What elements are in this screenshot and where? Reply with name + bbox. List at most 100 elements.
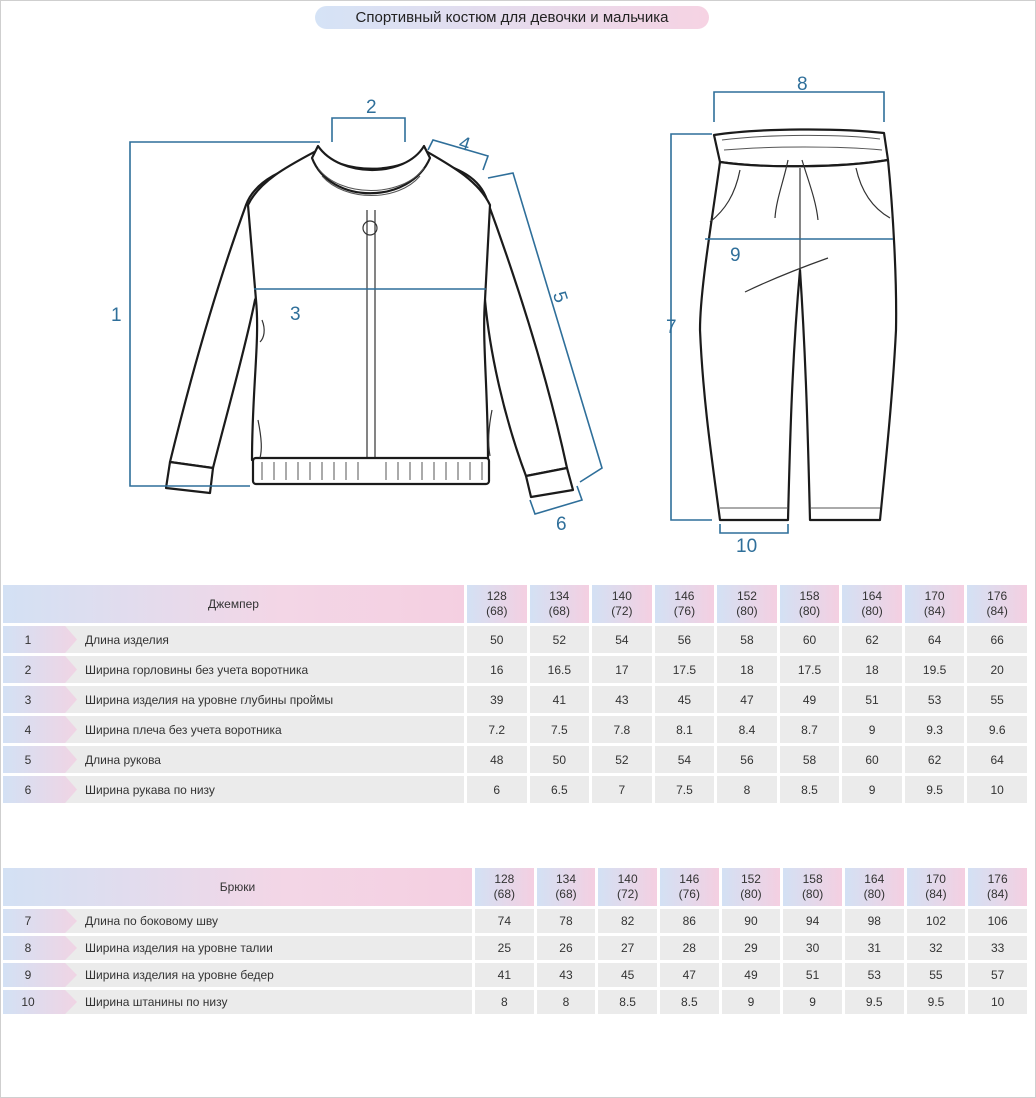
jacket-drawing: [164, 144, 575, 499]
measurement-value: 62: [842, 626, 902, 653]
size-header: 152(80): [717, 585, 777, 623]
measurement-value: 8.1: [654, 716, 715, 743]
size-height: 128: [494, 872, 515, 886]
measurement-value: 41: [529, 686, 590, 713]
measurement-value: 9.5: [906, 990, 966, 1014]
measurement-name: Длина по боковому шву: [85, 914, 218, 928]
size-chest: (68): [493, 887, 515, 901]
measurement-value: 56: [654, 626, 715, 653]
measurement-name: Ширина плеча без учета воротника: [85, 722, 282, 737]
measurement-value: 16.5: [529, 656, 590, 683]
measurement-value: 47: [717, 686, 777, 713]
measurement-value: 7.8: [592, 716, 652, 743]
row-number-tab: [3, 963, 77, 987]
measurement-value: 28: [659, 936, 719, 960]
size-chest: (80): [740, 887, 762, 901]
diagram-label-8: 8: [797, 74, 808, 95]
measurement-value: 8.4: [717, 716, 777, 743]
measurement-value: 55: [967, 686, 1027, 713]
measurement-value: 8: [536, 990, 596, 1014]
row-number-tab: [3, 936, 77, 960]
row-number-tab: [3, 656, 77, 683]
pants-drawing: [698, 128, 898, 522]
diagram-label-1: 1: [111, 305, 122, 326]
measurement-value: 18: [842, 656, 902, 683]
size-height: 134: [555, 872, 576, 886]
row-number: 7: [24, 914, 32, 928]
measurement-name: Ширина штанины по низу: [85, 995, 228, 1009]
measurement-value: 9: [721, 990, 781, 1014]
measurement-value: 9.3: [904, 716, 965, 743]
diagram-label-4: 4: [456, 133, 473, 156]
size-chest: (68): [486, 604, 508, 618]
measurement-value: 8.5: [659, 990, 719, 1014]
size-chest: (68): [555, 887, 577, 901]
diagram-label-10: 10: [736, 536, 757, 557]
row-number: 2: [24, 662, 32, 677]
measurement-value: 49: [721, 963, 781, 987]
measurement-value: 26: [536, 936, 596, 960]
size-header: 146(76): [654, 585, 715, 623]
size-header: 170(84): [904, 585, 965, 623]
measurement-value: 18: [717, 656, 777, 683]
size-height: 152: [740, 872, 761, 886]
size-chest: (80): [736, 604, 758, 618]
measurement-value: 94: [783, 909, 842, 933]
size-chest: (72): [616, 887, 639, 901]
size-height: 158: [802, 872, 823, 886]
measurement-value: 60: [779, 626, 840, 653]
measurement-value: 50: [529, 746, 590, 773]
measurement-value: 8: [475, 990, 534, 1014]
diagram-label-5: 5: [548, 289, 571, 306]
row-number-tab: [3, 776, 77, 803]
size-height: 164: [862, 589, 883, 603]
size-chest: (80): [861, 604, 883, 618]
measurement-value: 53: [844, 963, 904, 987]
row-number-tab: [3, 746, 77, 773]
measurement-value: 17.5: [654, 656, 715, 683]
size-chest: (72): [611, 604, 633, 618]
measurement-value: 7.2: [467, 716, 527, 743]
measurement-value: 52: [592, 746, 652, 773]
size-header: 176(84): [968, 868, 1027, 906]
diagram-label-9: 9: [730, 245, 741, 266]
measurement-value: 27: [598, 936, 657, 960]
size-chest: (84): [986, 887, 1009, 901]
row-number-tab: [3, 990, 77, 1014]
measurement-value: 106: [968, 909, 1027, 933]
measurement-value: 7.5: [654, 776, 715, 803]
measurement-value: 9.6: [967, 716, 1027, 743]
size-height: 176: [987, 872, 1008, 886]
size-height: 128: [486, 589, 507, 603]
size-chest: (84): [923, 604, 946, 618]
size-header: 146(76): [659, 868, 719, 906]
size-header: 134(68): [529, 585, 590, 623]
measurement-name: Ширина изделия на уровне талии: [85, 941, 273, 955]
measurement-value: 17: [592, 656, 652, 683]
size-header: 176(84): [967, 585, 1027, 623]
measurement-value: 50: [467, 626, 527, 653]
size-height: 152: [736, 589, 757, 603]
size-chest: (80): [863, 887, 885, 901]
size-header: 140(72): [598, 868, 657, 906]
size-header: 134(68): [536, 868, 596, 906]
measurement-value: 47: [659, 963, 719, 987]
measurement-value: 32: [906, 936, 966, 960]
row-number-tab: [3, 686, 77, 713]
measurement-value: 7: [592, 776, 652, 803]
measurement-value: 56: [717, 746, 777, 773]
size-chest: (68): [548, 604, 570, 618]
